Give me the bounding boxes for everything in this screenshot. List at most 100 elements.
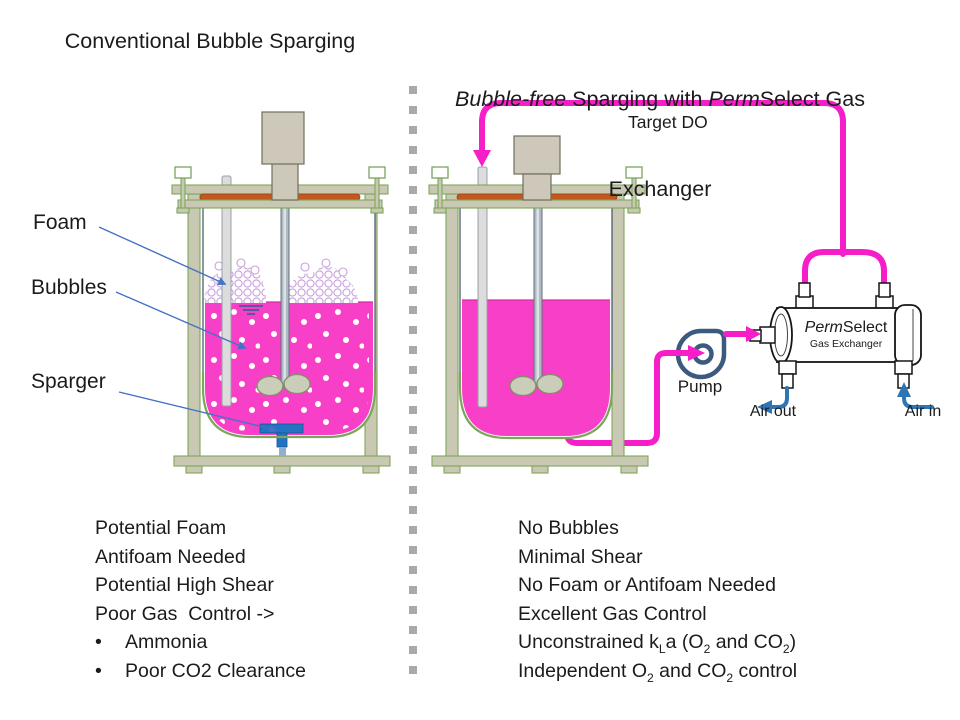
bolt-nut xyxy=(433,207,447,214)
tubing-down-arrowhead xyxy=(473,150,491,167)
exchanger-right-cap xyxy=(894,304,922,366)
divider-dash xyxy=(409,646,417,654)
list-item: Excellent Gas Control xyxy=(518,602,707,625)
divider-dash xyxy=(409,346,417,354)
list-item: Minimal Shear xyxy=(518,545,643,568)
divider-dash xyxy=(409,286,417,294)
bullet-glyph: • xyxy=(95,659,102,682)
right-reactor-foot xyxy=(620,465,638,474)
left-vessel-bottom xyxy=(201,372,377,439)
right-bioreactor xyxy=(428,135,649,474)
exchanger-top-port xyxy=(875,295,894,310)
exchanger-top-port xyxy=(795,295,814,310)
divider-dash xyxy=(409,546,417,554)
divider-dash xyxy=(409,426,417,434)
list-item: Poor Gas Control -> xyxy=(95,602,275,625)
exchanger-inlet-port xyxy=(759,326,776,344)
list-item: Antifoam Needed xyxy=(95,545,246,568)
right-panel-title: Bubble-free Sparging with PermSelect Gas… xyxy=(410,24,910,264)
sparger-stem xyxy=(276,432,288,448)
list-item: Unconstrained kLa (O2 and CO2) xyxy=(518,631,797,657)
right-reactor-foot xyxy=(531,465,549,474)
sparger-bar xyxy=(259,423,304,434)
air-out-arrow xyxy=(757,386,789,414)
exchanger-subtitle-label: Gas Exchanger xyxy=(809,338,883,350)
foam-layer xyxy=(283,266,358,303)
impeller-blade xyxy=(283,373,311,395)
dashed-divider xyxy=(409,86,417,674)
divider-dash xyxy=(409,246,417,254)
divider-dash xyxy=(409,506,417,514)
list-item: Potential High Shear xyxy=(95,574,274,597)
list-item: •Ammonia xyxy=(95,628,425,657)
divider-dash xyxy=(409,386,417,394)
sparge-dip-tube xyxy=(221,175,232,407)
shaft-highlight xyxy=(536,201,539,385)
divider-dash xyxy=(409,226,417,234)
tubing-return-line xyxy=(479,100,846,257)
divider-dash xyxy=(409,206,417,214)
impeller-blade xyxy=(509,375,537,397)
divider-dash xyxy=(409,566,417,574)
left-reactor-foot xyxy=(273,465,291,474)
bolt-stem xyxy=(180,177,186,211)
gas-exchanger xyxy=(749,282,922,389)
divider-dash xyxy=(409,446,417,454)
sparger-stem-tip xyxy=(279,447,286,456)
left-reactor-foot xyxy=(362,465,380,474)
right-reactor-foot xyxy=(443,465,461,474)
right-vessel-bottom xyxy=(458,372,614,440)
list-item: •Poor CO2 Clearance xyxy=(95,657,425,686)
exchanger-top-port-tip xyxy=(878,282,891,298)
air-in-label: Air in xyxy=(904,403,942,420)
divider-dash xyxy=(409,306,417,314)
foam-bubble xyxy=(300,262,310,272)
motor-neck xyxy=(522,173,552,201)
list-item: No Foam or Antifoam Needed xyxy=(518,574,776,597)
impeller-blade xyxy=(536,373,564,395)
right-title-line2: Exchanger xyxy=(608,177,712,201)
left-lid-bottom-plate xyxy=(177,199,383,209)
foam-layer xyxy=(204,266,267,303)
list-item: No Bubbles xyxy=(518,517,619,539)
divider-dash xyxy=(409,466,417,474)
list-item: Independent O2 and CO2 control xyxy=(518,659,798,685)
exchanger-top-port-tip xyxy=(798,282,811,298)
bubbles-label: Bubbles xyxy=(31,276,107,299)
target-do-label: Target DO xyxy=(628,112,708,132)
divider-dash xyxy=(409,166,417,174)
exchanger-bottom-port xyxy=(778,360,797,375)
do-probe-tube xyxy=(477,166,488,408)
left-reactor-base xyxy=(173,455,391,467)
air-in-arrow xyxy=(897,382,934,409)
divider-dash xyxy=(409,266,417,274)
divider-dash xyxy=(409,406,417,414)
bubbles-pointer-line xyxy=(115,291,247,350)
exchanger-bottom-port-tip xyxy=(781,373,794,389)
pump-outlet-arrowhead xyxy=(746,326,761,342)
divider-dash xyxy=(409,666,417,674)
left-reactor-foot xyxy=(185,465,203,474)
divider-dash xyxy=(409,126,417,134)
right-title-line1: Bubble-free Sparging with PermSelect Gas xyxy=(455,87,865,111)
pump-inlet-arrowhead xyxy=(688,345,705,361)
motor-neck xyxy=(271,161,299,201)
divider-dash xyxy=(409,106,417,114)
stirrer-motor xyxy=(513,135,561,175)
tubing-manifold-arch xyxy=(802,249,887,295)
bullet-glyph: • xyxy=(95,631,102,654)
bolt-nut xyxy=(627,207,641,214)
bolt-head xyxy=(431,166,449,179)
sparger-pointer-line xyxy=(118,391,278,433)
liquid-level-mark xyxy=(239,305,263,315)
pump-label: Pump xyxy=(677,377,723,396)
left-panel-title: Conventional Bubble Sparging xyxy=(64,29,356,53)
shaft-highlight xyxy=(283,201,286,385)
annotation-lines xyxy=(98,226,278,433)
list-item: Potential Foam xyxy=(95,517,227,539)
divider-dash xyxy=(409,366,417,374)
divider-dash xyxy=(409,586,417,594)
foam-pointer-line xyxy=(98,226,227,286)
foam-label: Foam xyxy=(33,211,87,234)
